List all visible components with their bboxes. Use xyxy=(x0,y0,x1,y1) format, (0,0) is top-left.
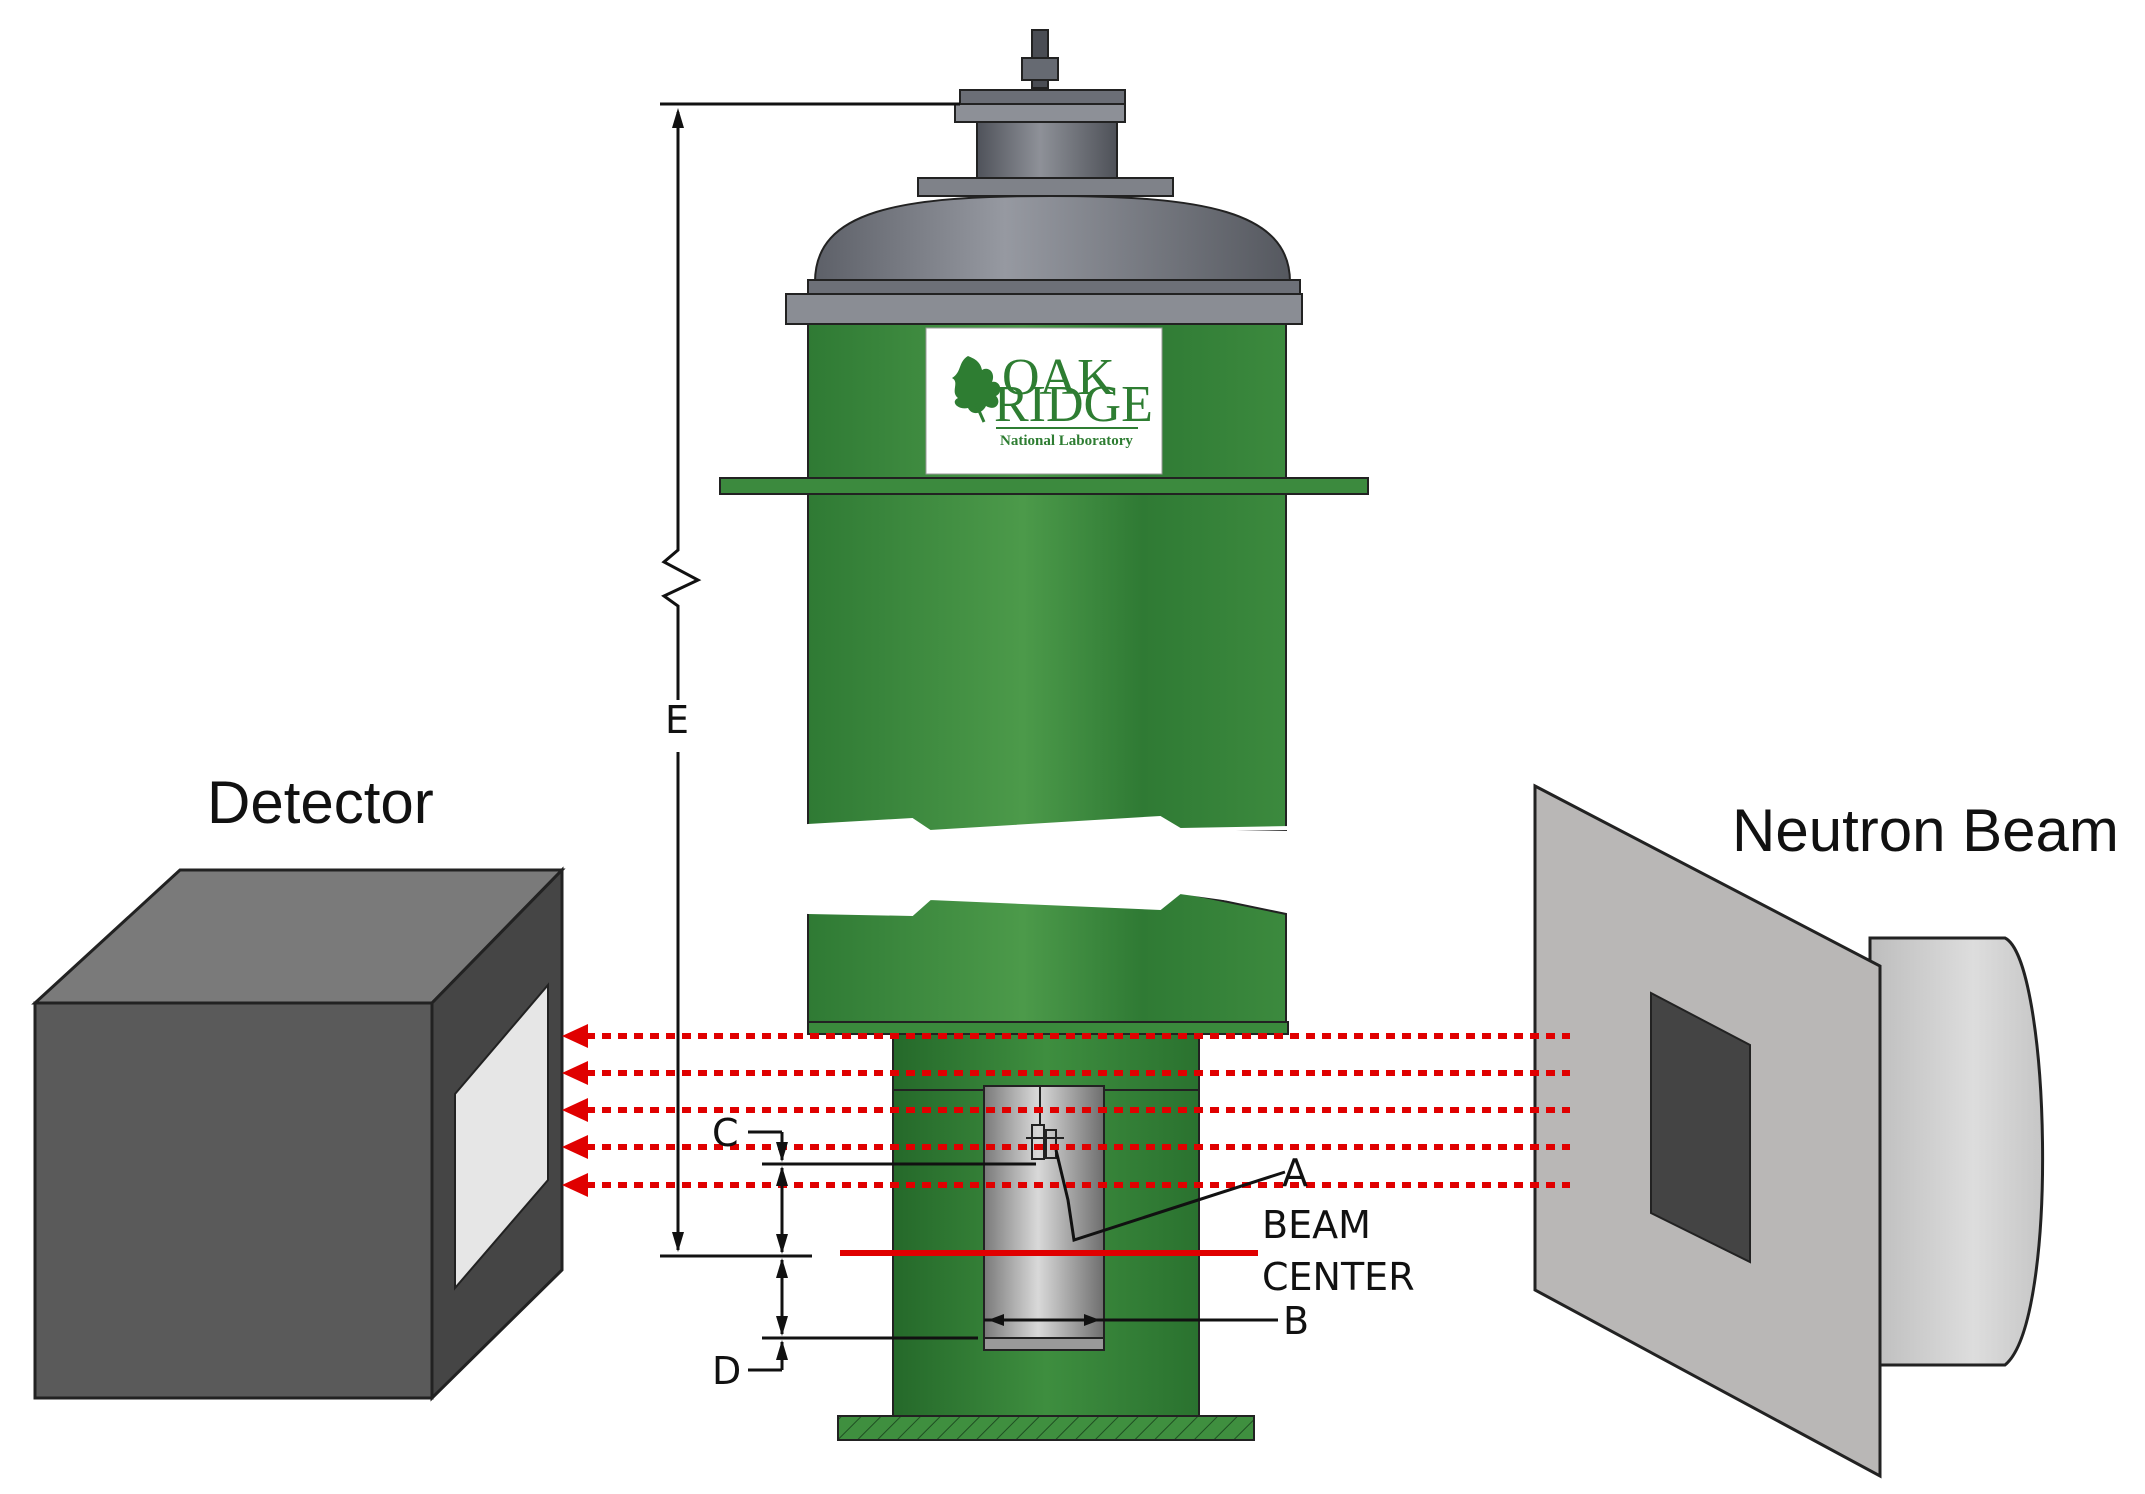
middle-body xyxy=(807,493,1287,834)
neutron-beam-label: Neutron Beam xyxy=(1732,797,2119,864)
logo-text-subtitle: National Laboratory xyxy=(1000,433,1133,449)
beam-aperture xyxy=(1650,991,1751,1264)
detector-front-face xyxy=(33,1001,434,1400)
beam-arrowhead xyxy=(562,1173,588,1197)
logo-text-oak: OAK xyxy=(1002,349,1115,406)
beam-arrowhead xyxy=(562,1061,588,1085)
dome xyxy=(813,194,1292,283)
break-gap-edge-top xyxy=(785,815,1291,835)
sample-holder-clip xyxy=(1026,1086,1064,1160)
oak-ridge-logo: OAK RIDGE National Laboratory xyxy=(925,327,1163,475)
mid-flange xyxy=(719,477,1369,495)
dimension-b xyxy=(984,1314,1278,1326)
neck xyxy=(976,121,1118,179)
beam-center-label-line2: CENTER xyxy=(1262,1255,1415,1299)
beam-arrowheads xyxy=(562,1024,588,1197)
detector xyxy=(31,866,566,1402)
dimension-c-d xyxy=(748,1130,1036,1372)
beam-arrowhead xyxy=(562,1024,588,1048)
neutron-beam-lines xyxy=(586,1033,1570,1188)
top-flange-upper xyxy=(959,89,1126,105)
dimension-b-label: B xyxy=(1283,1299,1309,1343)
detector-label: Detector xyxy=(207,769,434,836)
logo-text-ridge: RIDGE xyxy=(994,376,1153,433)
dimension-c-label: C xyxy=(712,1111,739,1155)
dimension-a-label: A xyxy=(1282,1151,1308,1195)
lower-flange xyxy=(807,1021,1289,1035)
top-flange xyxy=(954,103,1126,123)
dimension-a-leader xyxy=(1054,1149,1286,1242)
beam-arrowhead xyxy=(562,1135,588,1159)
dimension-d-label: D xyxy=(712,1349,741,1393)
dome-rim xyxy=(807,279,1301,295)
neck-collar xyxy=(917,177,1174,197)
dome-flange xyxy=(785,293,1303,325)
dimension-e-label: E xyxy=(665,698,689,742)
break-gap-edge-bottom xyxy=(785,889,1297,917)
beam-housing xyxy=(1868,936,2045,1367)
tail-upper xyxy=(892,1033,1200,1093)
base-plate xyxy=(837,1415,1255,1441)
beam-arrowhead xyxy=(562,1098,588,1122)
top-fitting-nut xyxy=(1021,57,1059,81)
detector-window xyxy=(454,982,549,1291)
oak-leaf-icon xyxy=(952,356,1001,423)
beam-center-label-line1: BEAM xyxy=(1262,1203,1371,1247)
neutron-beam-source xyxy=(1533,783,2045,1479)
sample-can-bottom xyxy=(983,1337,1105,1351)
